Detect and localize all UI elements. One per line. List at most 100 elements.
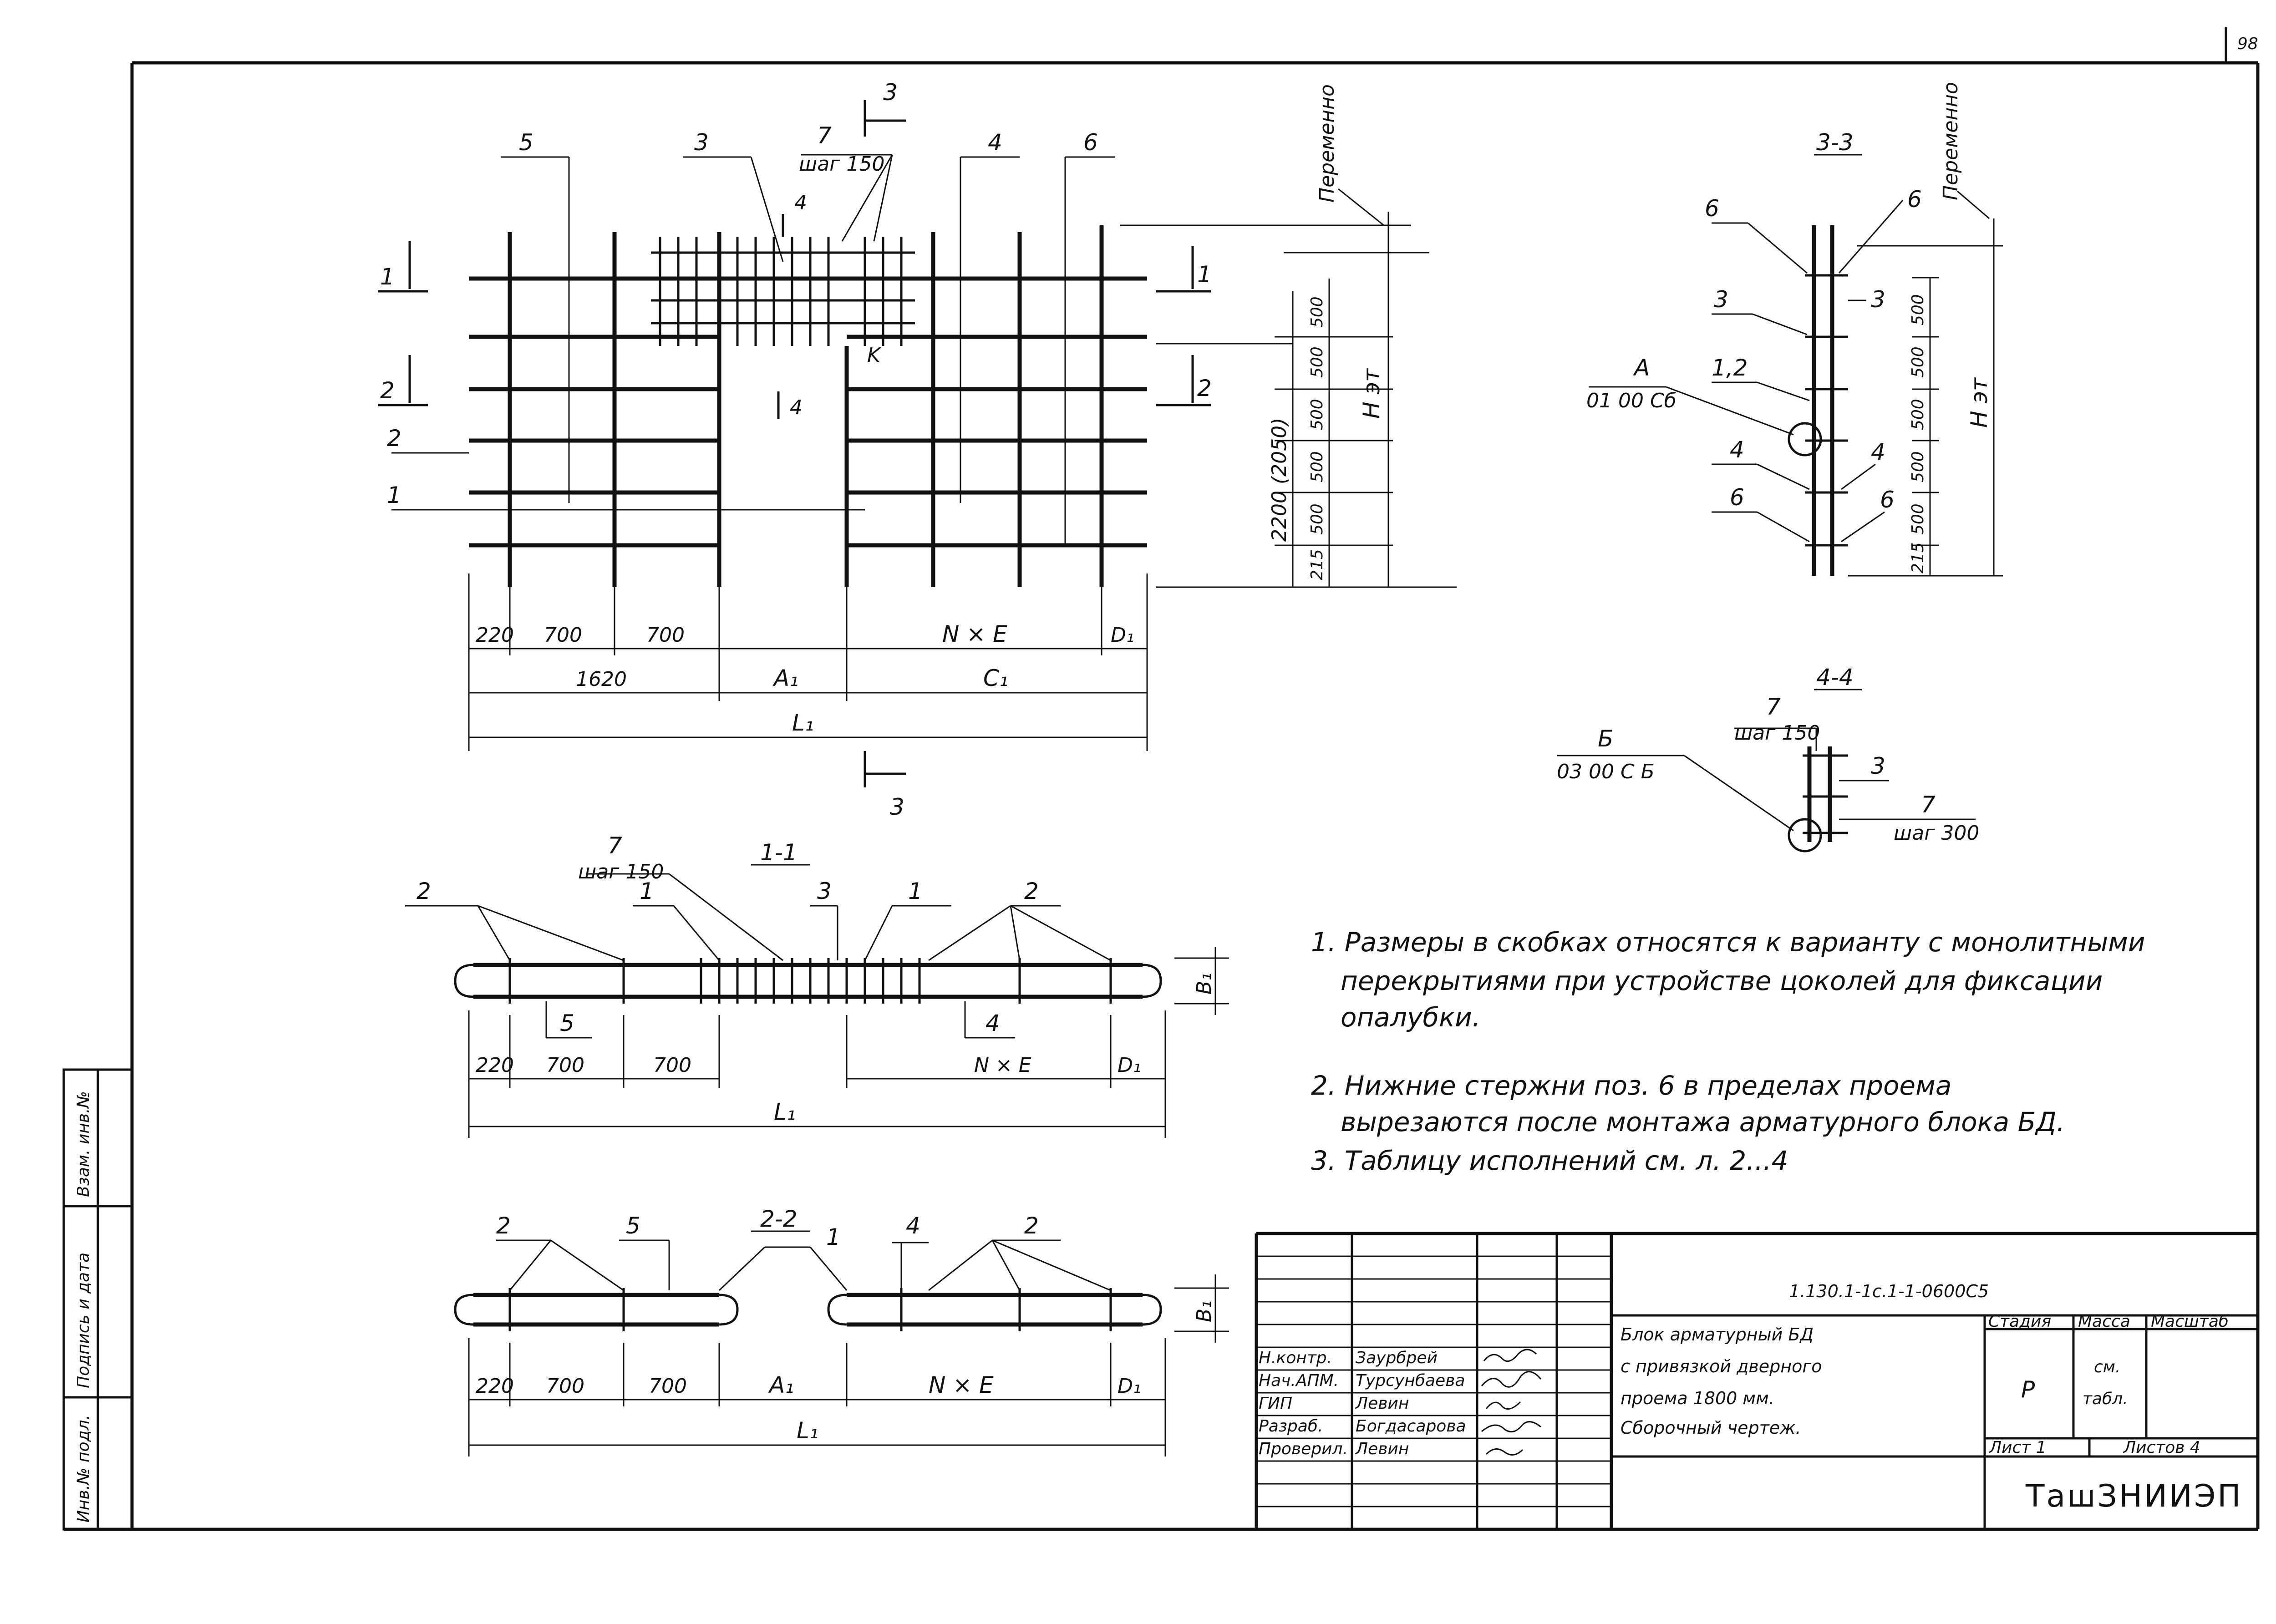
dim-700-b: 700 [646, 624, 685, 647]
s22-dim-l1: L₁ [797, 1417, 818, 1444]
s11-dim-220: 220 [476, 1054, 514, 1077]
elevation-bottom-dims [468, 573, 1148, 751]
elev-step-150: шаг 150 [799, 152, 884, 176]
title-line-3: проема 1800 мм. [1621, 1388, 1774, 1408]
s11-dim-700-a: 700 [546, 1054, 584, 1077]
cut-4-mid: 4 [790, 396, 803, 419]
sheet-label: Лист 1 [1988, 1438, 2047, 1457]
s33-variable-label: Переменно [1939, 82, 1962, 200]
side-dim-500-d: 500 [1308, 451, 1326, 482]
cut-1-right: 1 [1197, 261, 1212, 288]
s44-pos-7-bottom: 7 [1921, 792, 1936, 818]
side-dim-500-a: 500 [1308, 296, 1326, 328]
dim-220: 220 [476, 624, 514, 647]
side-dim-215: 215 [1308, 549, 1326, 580]
cut-1-left: 1 [380, 264, 395, 290]
title-line-1: Блок арматурный БД [1621, 1325, 1814, 1345]
s11-pos-1-left: 1 [640, 878, 654, 904]
s33-pos-3-l: 3 [1714, 286, 1728, 313]
role-n-kontr: Н.контр. [1259, 1349, 1332, 1367]
title-block-grid [1255, 1232, 2258, 1529]
elev-pos-6: 6 [1083, 129, 1098, 156]
section-11-title: 1-1 [760, 839, 798, 866]
section-22-ties [508, 1288, 1112, 1331]
note-1-line-1: 1. Размеры в скобках относятся к вариант… [1311, 927, 2145, 958]
s33-pos-4-l: 4 [1730, 436, 1744, 463]
section-33-title: 3-3 [1816, 129, 1854, 156]
col-stage: Стадия [1988, 1312, 2051, 1331]
s22-pos-4: 4 [906, 1213, 920, 1239]
s44-step-150: шаг 150 [1734, 721, 1820, 745]
variable-label: Переменно [1316, 84, 1339, 203]
name-gip: Левин [1355, 1394, 1409, 1413]
elev-pos-5: 5 [519, 129, 533, 156]
cut-2-left: 2 [380, 377, 395, 404]
section-1-1: 1-1 [405, 832, 1229, 1138]
s22-dim-n-x-e: N × E [929, 1372, 994, 1398]
note-2-line-1: 2. Нижние стержни поз. 6 в пределах прое… [1311, 1070, 1951, 1101]
signatures [1481, 1349, 1542, 1456]
cut-4-top: 4 [794, 191, 807, 214]
section-3-3: 3-3 [1586, 82, 2003, 577]
dim-n-x-e: N × E [942, 621, 1007, 647]
name-razrab: Богдасарова [1356, 1417, 1466, 1436]
s22-dim-700-a: 700 [546, 1375, 584, 1398]
section-11-dims [468, 1010, 1166, 1138]
s11-pos-1-right: 1 [908, 878, 923, 904]
s33-callout-a: А [1633, 355, 1650, 381]
s11-dim-n-x-e: N × E [974, 1054, 1031, 1077]
section-22-dims [468, 1338, 1166, 1457]
corner-mark: 98 [2237, 35, 2258, 53]
s33-pos-6-bl: 6 [1730, 484, 1744, 511]
col-scale: Масштаб [2151, 1312, 2229, 1331]
s44-pos-7-top: 7 [1766, 694, 1781, 720]
stamp-signature-date: Подпись и дата [74, 1253, 93, 1388]
s33-dim-215: 215 [1909, 542, 1927, 573]
section-33-callout-circle [1788, 422, 1822, 457]
s22-pos-2-left: 2 [496, 1213, 511, 1239]
mass-value-2: табл. [2083, 1390, 2128, 1408]
role-proveril: Проверил. [1259, 1440, 1348, 1458]
elevation-view: 5 3 7 шаг 150 4 6 2 1 1 1 2 2 3 3 [378, 79, 1457, 820]
s33-pos-6-br: 6 [1880, 487, 1895, 513]
role-razrab: Разраб. [1259, 1417, 1323, 1436]
col-mass: Масса [2078, 1312, 2130, 1331]
cut-3-bottom: 3 [890, 794, 904, 820]
s22-pos-1: 1 [826, 1224, 841, 1250]
s33-dim-500-b: 500 [1909, 346, 1927, 378]
s11-pos-2-right: 2 [1024, 878, 1039, 904]
s44-callout-b: Б [1598, 726, 1613, 752]
cut-2-right: 2 [1197, 375, 1212, 401]
elev-pos-4: 4 [988, 129, 1002, 156]
s11-dim-700-b: 700 [653, 1054, 691, 1077]
section-44-callout-circle [1788, 818, 1822, 853]
note-2-line-2: вырезаются после монтажа арматурного бло… [1341, 1106, 2065, 1137]
title-line-2: с привязкой дверного [1621, 1356, 1822, 1376]
s33-pos-4-r: 4 [1871, 439, 1885, 465]
stage-value: Р [2021, 1376, 2035, 1403]
note-1-line-3: опалубки. [1341, 1002, 1480, 1033]
doc-code: 1.130.1-1с.1-1-0600С5 [1789, 1281, 1989, 1301]
s11-pos-5: 5 [560, 1010, 574, 1036]
stamp-inv-podl: Инв.№ подл. [74, 1415, 93, 1522]
elev-pos-7: 7 [817, 122, 832, 149]
s11-dim-l1: L₁ [774, 1099, 796, 1125]
title-line-4: Сборочный чертеж. [1621, 1418, 1801, 1438]
dim-l1: L₁ [792, 710, 814, 736]
note-1-line-2: перекрытиями при устройстве цоколей для … [1341, 965, 2103, 996]
s44-pos-3: 3 [1871, 753, 1885, 779]
section-11-ties [508, 958, 1112, 1004]
s33-pos-6-tr: 6 [1907, 186, 1922, 213]
s11-pos-4: 4 [986, 1010, 1000, 1036]
side-stamp: Инв.№ подл. Подпись и дата Взам. инв.№ [62, 1068, 133, 1531]
section-4-4: 4-4 7 шаг 150 3 7 шаг 300 Б 03 00 С Б [1557, 664, 1979, 853]
section-11-leaders [405, 873, 1111, 1039]
s22-pos-2-right: 2 [1024, 1213, 1039, 1239]
elevation-leaders [391, 154, 1115, 546]
elev-pos-1: 1 [387, 482, 401, 508]
s11-pos-2-left: 2 [417, 878, 431, 904]
s33-callout-code: 01 00 Сб [1586, 389, 1677, 412]
cut-3-top: 3 [883, 79, 898, 106]
notes-block: 1. Размеры в скобках относятся к вариант… [1311, 927, 2145, 1176]
